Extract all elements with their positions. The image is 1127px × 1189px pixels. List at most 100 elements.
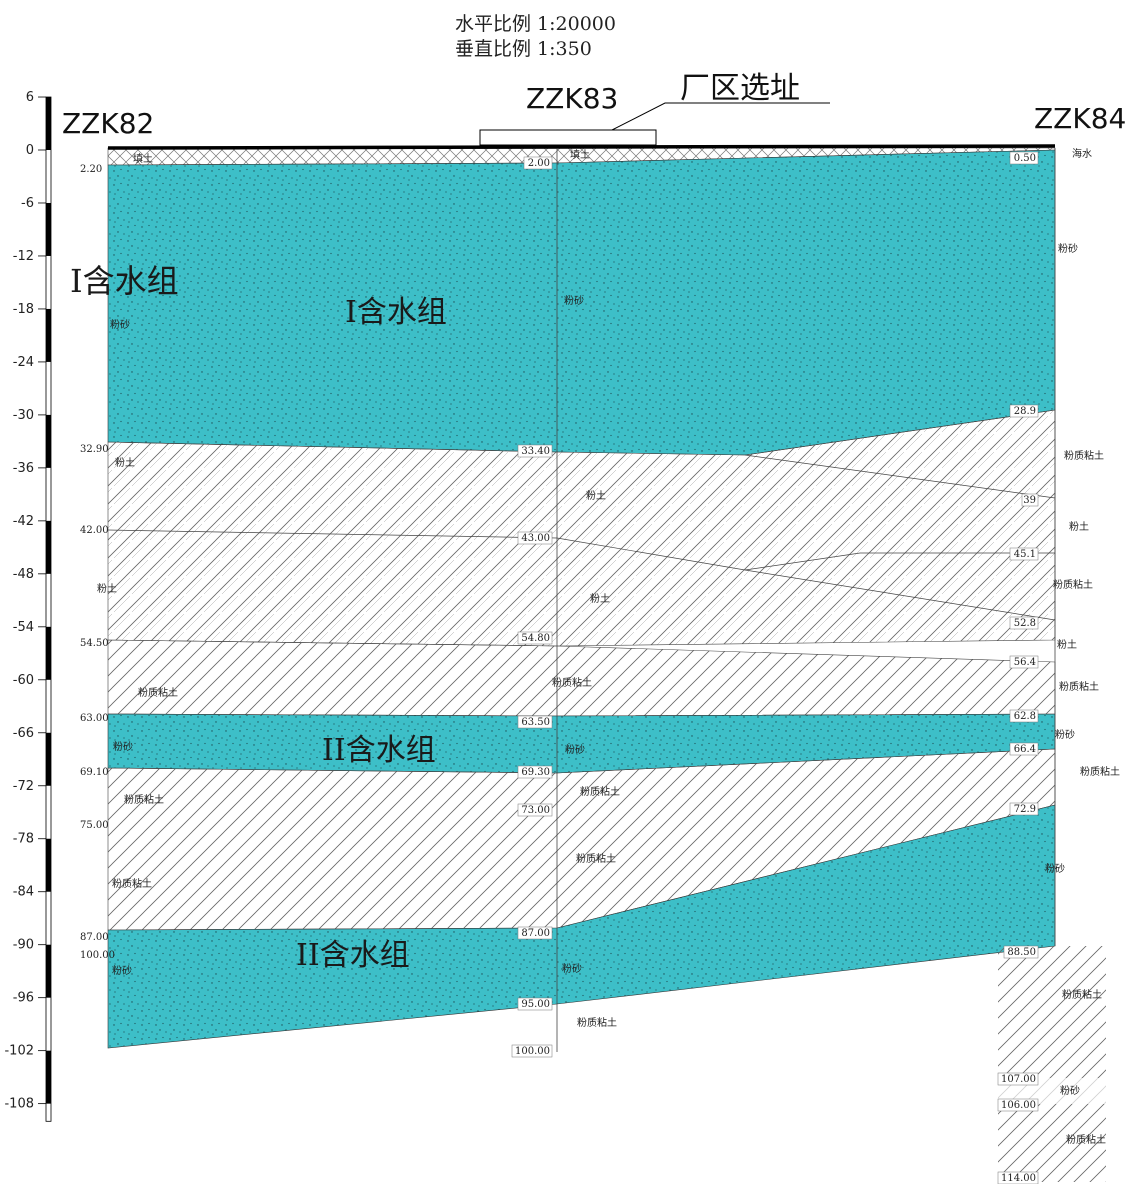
depth-label: 63.50 xyxy=(521,717,550,728)
depth-box xyxy=(517,715,553,729)
lithology-label: 粉砂 xyxy=(1058,242,1078,255)
ruler-segment xyxy=(46,97,51,150)
depth-box xyxy=(517,631,553,645)
depth-box xyxy=(1009,655,1039,669)
zzk84-lower-column xyxy=(998,946,1106,1182)
lithology-label: 粉质粘土 xyxy=(138,686,178,699)
ruler-tick-label: 6 xyxy=(26,90,34,105)
depth-label: 2.00 xyxy=(528,158,550,169)
depth-label: 0.50 xyxy=(1014,153,1036,164)
site-marker-box xyxy=(479,129,657,146)
depth-label: 69.30 xyxy=(521,767,550,778)
ruler-tick-label: -78 xyxy=(13,832,34,847)
lithology-label: 粉质粘土 xyxy=(577,1016,617,1029)
lithology-label: 粉质粘土 xyxy=(576,852,616,865)
ruler-tick-label: -72 xyxy=(13,779,34,794)
lithology-label: 填土 xyxy=(133,152,153,165)
ruler-segment xyxy=(46,944,51,998)
ruler-segment xyxy=(46,732,51,786)
depth-label: 95.00 xyxy=(521,999,550,1010)
depth-label: 106.00 xyxy=(1001,1100,1036,1111)
depth-label: 56.4 xyxy=(1014,657,1036,668)
depth-box xyxy=(523,156,553,170)
depth-box xyxy=(517,997,553,1011)
depth-label: 100.00 xyxy=(80,950,115,961)
lithology-label: 粉质粘土 xyxy=(1066,1133,1106,1146)
ruler-segment xyxy=(46,308,51,362)
ruler-tick-label: -96 xyxy=(13,991,34,1006)
site-leader-line xyxy=(611,102,830,131)
depth-box xyxy=(1009,802,1039,816)
aquifer-label-I-left: I含水组 xyxy=(70,262,179,300)
depth-box xyxy=(511,1044,553,1058)
ruler-segment xyxy=(46,1050,51,1104)
lithology-label: 粉土 xyxy=(1069,520,1089,533)
ruler-tick-label: -66 xyxy=(13,726,34,741)
lithology-label: 粉土 xyxy=(115,456,135,469)
depth-box xyxy=(1009,404,1039,418)
depth-label: 69.10 xyxy=(80,767,109,778)
lithology-label: 粉土 xyxy=(1057,638,1077,651)
lithology-label: 粉质粘土 xyxy=(552,676,592,689)
ruler-tick-label: -12 xyxy=(13,249,34,264)
depth-label: 45.1 xyxy=(1014,549,1036,560)
depth-label: 32.90 xyxy=(80,444,109,455)
ruler-segment xyxy=(46,414,51,468)
depth-label: 73.00 xyxy=(521,805,550,816)
lithology-label: 粉砂 xyxy=(110,318,130,331)
aquifer-label-II-upper: II含水组 xyxy=(322,733,436,768)
depth-box xyxy=(517,803,553,817)
depth-label: 63.00 xyxy=(80,713,109,724)
depth-box xyxy=(517,765,553,779)
depth-label: 2.20 xyxy=(80,164,102,175)
ruler-tick-label: -84 xyxy=(13,885,34,900)
lithology-labels: 填土粉砂粉土粉土粉质粘土粉砂粉质粘土粉质粘土粉砂填土粉砂粉土粉土粉质粘土粉砂粉质… xyxy=(97,147,1120,1146)
depth-label: 114.00 xyxy=(1001,1173,1036,1184)
boundary-39 xyxy=(744,454,1056,499)
depth-label: 66.4 xyxy=(1014,744,1036,755)
depth-label: 88.50 xyxy=(1007,947,1036,958)
lithology-label: 粉质粘土 xyxy=(1053,578,1093,591)
lithology-label: 粉质粘土 xyxy=(1064,449,1104,462)
lithology-label: 粉质粘土 xyxy=(124,793,164,806)
depth-ruler: 60-6-12-18-24-30-36-42-48-54-60-66-72-78… xyxy=(4,90,52,1122)
ruler-tick-label: -102 xyxy=(4,1044,34,1059)
ruler-tick-label: -90 xyxy=(13,938,34,953)
lithology-label: 粉砂 xyxy=(112,964,132,977)
depth-label: 100.00 xyxy=(515,1046,550,1057)
lithology-label: 海水 xyxy=(1072,147,1092,160)
lithology-label: 粉质粘土 xyxy=(1059,680,1099,693)
vertical-scale: 垂直比例 1:350 xyxy=(455,38,592,60)
ruler-segment xyxy=(46,520,51,574)
boundary-42 xyxy=(107,529,1056,621)
borehole-name-zzk83: ZZK83 xyxy=(526,82,618,115)
lithology-label: 粉土 xyxy=(590,592,610,605)
borehole-name-zzk84: ZZK84 xyxy=(1034,102,1126,135)
depth-label: 28.9 xyxy=(1014,406,1036,417)
ruler-segment xyxy=(46,838,51,892)
aquifer-label-II-lower: II含水组 xyxy=(296,938,410,973)
depth-box xyxy=(997,1098,1039,1112)
ruler-tick-label: 0 xyxy=(26,143,34,158)
lithology-label: 粉砂 xyxy=(113,740,133,753)
lithology-label: 粉砂 xyxy=(1055,728,1075,741)
depth-label: 39 xyxy=(1023,495,1036,506)
depth-label: 87.00 xyxy=(521,928,550,939)
depth-box xyxy=(517,444,553,458)
depth-label: 75.00 xyxy=(80,820,109,831)
depth-label: 43.00 xyxy=(521,533,550,544)
depth-label: 62.8 xyxy=(1014,711,1036,722)
lithology-label: 粉砂 xyxy=(1060,1084,1080,1097)
lithology-label: 粉土 xyxy=(97,582,117,595)
depth-label: 54.80 xyxy=(521,633,550,644)
depth-label: 87.00 xyxy=(80,932,109,943)
depth-label: 72.9 xyxy=(1014,804,1036,815)
depth-label: 42.00 xyxy=(80,525,109,536)
boundary-45 xyxy=(744,552,1055,571)
depth-box xyxy=(517,926,553,940)
depth-box xyxy=(1009,547,1039,561)
ruler-tick-label: -30 xyxy=(13,408,34,423)
ruler-tick-label: -54 xyxy=(13,620,34,635)
ruler-tick-label: -6 xyxy=(21,196,34,211)
